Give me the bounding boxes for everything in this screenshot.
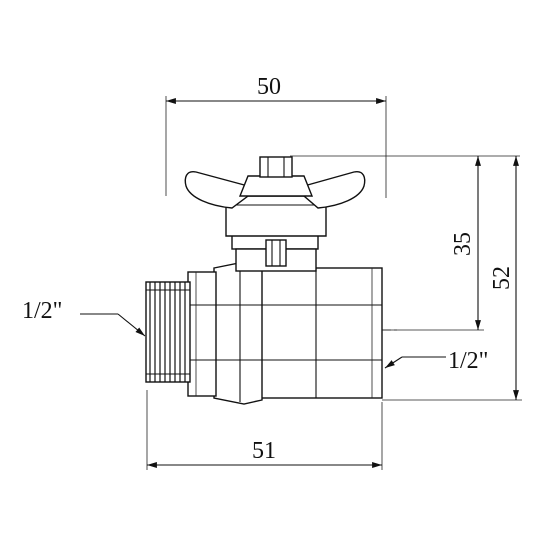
thread-callout-right: 1/2" — [384, 348, 488, 374]
thread-label-right: 1/2" — [448, 348, 488, 374]
male-thread — [145, 281, 191, 383]
handle-wing-right — [303, 171, 366, 209]
thread-hatching — [149, 282, 186, 382]
dimension-overall-width: 50 — [165, 74, 387, 198]
body-hex — [187, 271, 217, 397]
body-right-section — [259, 267, 383, 399]
thread-callout-left: 1/2" — [22, 298, 146, 337]
dimension-label-52: 52 — [489, 266, 515, 290]
handle-cap — [238, 175, 314, 197]
dimension-body-length: 51 — [146, 390, 383, 470]
dimension-overall-height: 52 — [382, 156, 522, 401]
dimension-label-51: 51 — [252, 438, 276, 464]
stem-nut — [265, 239, 287, 267]
union-nut — [213, 261, 263, 405]
valve-body — [145, 261, 383, 405]
butterfly-handle — [184, 156, 366, 237]
handle-screw — [259, 156, 293, 178]
thread-label-left: 1/2" — [22, 298, 62, 324]
dimension-label-35: 35 — [450, 232, 476, 256]
handle-wing-left — [184, 171, 249, 209]
dimension-label-50: 50 — [257, 74, 281, 100]
valve-stem — [231, 234, 319, 272]
